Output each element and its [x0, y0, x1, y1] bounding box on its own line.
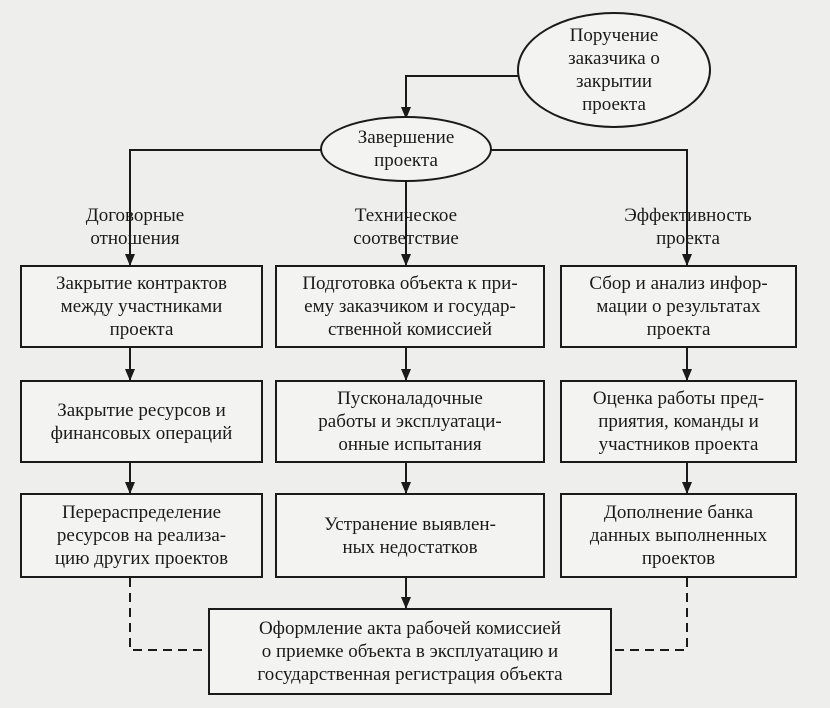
edge-completion-to-contract	[125, 149, 322, 266]
box-commissioning: Пусконаладочные работы и эксплуатаци- он…	[275, 380, 545, 463]
oval-customer-request: Поручение заказчика о закрытии проекта	[517, 12, 711, 128]
box-redistribute-resources: Перераспределение ресурсов на реализа- ц…	[20, 493, 263, 578]
box-close-contracts: Закрытие контрактов между участниками пр…	[20, 265, 263, 348]
box-update-databank: Дополнение банка данных выполненных прое…	[560, 493, 797, 578]
box-evaluate-work: Оценка работы пред- приятия, команды и у…	[560, 380, 797, 463]
box-close-resources: Закрытие ресурсов и финансовых операций	[20, 380, 263, 463]
box-prepare-object: Подготовка объекта к при- ему заказчиком…	[275, 265, 545, 348]
edge-c3-to-final	[129, 578, 208, 651]
branch-label-contract: Договорные отношения	[85, 205, 185, 249]
box-collect-analyze: Сбор и анализ инфор- мации о результатах…	[560, 265, 797, 348]
edge-completion-to-efficiency	[490, 149, 692, 266]
box-fix-defects: Устранение выявлен- ных недостатков	[275, 493, 545, 578]
branch-label-technical: Техническое соответствие	[353, 205, 459, 249]
edge-e3-to-final	[612, 578, 688, 651]
oval-project-completion: Завершение проекта	[320, 116, 492, 182]
branch-label-efficiency: Эффективность проекта	[624, 205, 752, 249]
edge-request-to-completion	[401, 75, 520, 119]
box-final-act: Оформление акта рабочей комиссией о прие…	[208, 608, 612, 695]
